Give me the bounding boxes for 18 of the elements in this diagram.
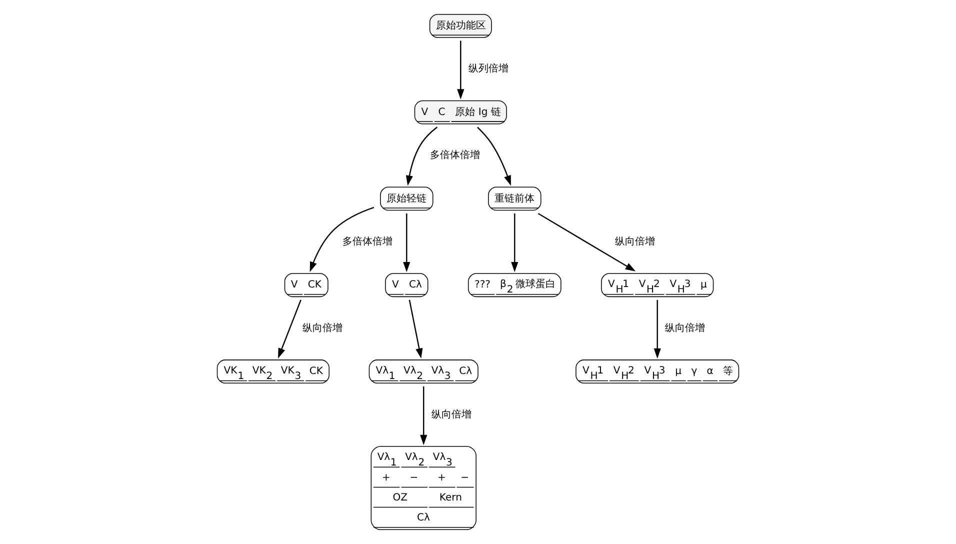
edge-label: 纵向倍增 xyxy=(431,409,472,420)
arrow xyxy=(538,212,636,272)
edge-label: 纵向倍增 xyxy=(302,322,342,334)
edge-label: 多倍体倍增 xyxy=(430,150,480,162)
arrow xyxy=(420,386,428,446)
arrow xyxy=(403,214,410,272)
edge-label: 多倍体倍增 xyxy=(342,236,393,248)
arrow xyxy=(511,214,518,272)
arrow xyxy=(477,126,511,186)
arrow xyxy=(654,300,661,359)
edge-label: 纵列倍增 xyxy=(468,64,508,75)
arrow xyxy=(457,40,464,100)
edge-label: 纵向倍增 xyxy=(614,236,655,248)
arrow xyxy=(406,126,438,186)
arrow xyxy=(310,206,374,272)
arrow xyxy=(408,300,423,359)
edge-label: 纵向倍增 xyxy=(665,322,706,334)
arrow xyxy=(278,300,302,358)
